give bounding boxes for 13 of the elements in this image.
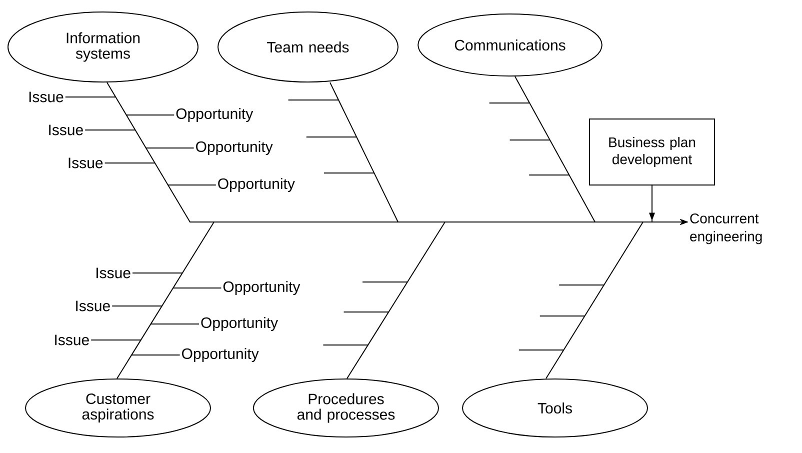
rib-label: Issue	[49, 124, 83, 136]
rib-label: Issue	[55, 334, 89, 346]
rib-label: Opportunity	[196, 141, 273, 155]
process-box: Business plan development	[589, 118, 715, 186]
rib-label: Opportunity	[182, 348, 259, 362]
rib-label: Opportunity	[176, 108, 254, 122]
rib-label: Opportunity	[218, 178, 295, 192]
rib-label: Issue	[68, 158, 103, 168]
rib-label: Opportunity	[223, 281, 300, 295]
effect-label: Concurrent engineering	[690, 214, 762, 244]
rib-label: Issue	[76, 300, 110, 312]
rib-label: Opportunity	[201, 317, 278, 331]
rib-label: Issue	[96, 268, 130, 278]
